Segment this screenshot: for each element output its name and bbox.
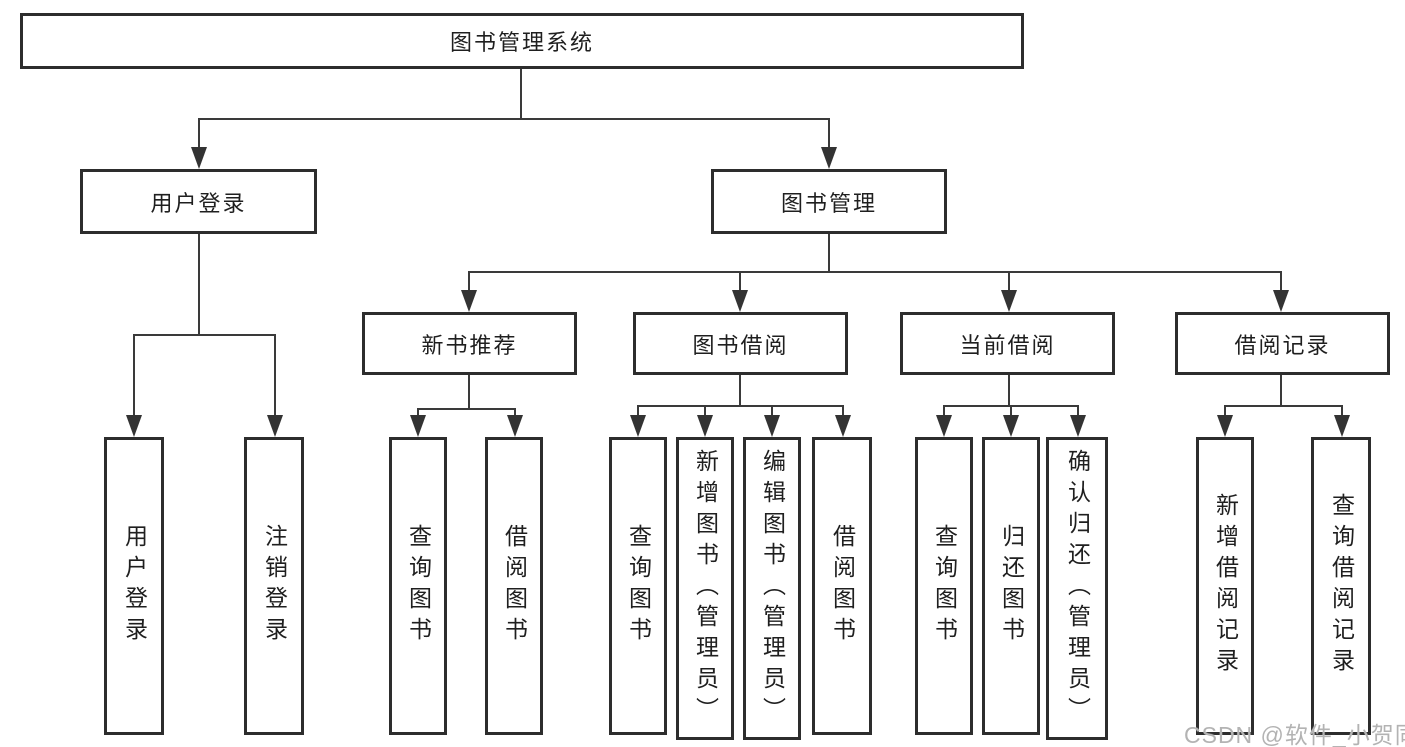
leaf-borrow-add-books-admin: 新增图书（管理员） xyxy=(676,437,734,740)
leaf-label: 借阅图书 xyxy=(829,524,856,648)
node-new-book-recommend: 新书推荐 xyxy=(362,312,577,375)
node-current-borrow: 当前借阅 xyxy=(900,312,1115,375)
arrow-down-icon xyxy=(461,290,477,312)
connector-line xyxy=(1077,405,1079,422)
connector-line xyxy=(198,118,200,152)
connector-line xyxy=(771,405,773,422)
node-book-management: 图书管理 xyxy=(711,169,947,234)
leaf-label: 归还图书 xyxy=(998,524,1025,648)
connector-line xyxy=(133,334,276,336)
leaf-user-login: 用户登录 xyxy=(104,437,164,735)
arrow-down-icon xyxy=(821,147,837,169)
leaf-records-query-record: 查询借阅记录 xyxy=(1311,437,1371,735)
connector-line xyxy=(1224,405,1342,407)
connector-line xyxy=(1008,271,1010,296)
connector-line xyxy=(417,408,516,410)
arrow-down-icon xyxy=(126,415,142,437)
leaf-borrow-query-books: 查询图书 xyxy=(609,437,667,735)
leaf-label: 查询图书 xyxy=(931,524,958,648)
connector-line xyxy=(637,405,844,407)
connector-line xyxy=(842,405,844,422)
node-book-borrow: 图书借阅 xyxy=(633,312,848,375)
connector-line xyxy=(468,375,470,410)
watermark: CSDN @软件_小贺同学 xyxy=(1184,722,1405,747)
connector-line xyxy=(1341,405,1343,422)
leaf-label: 用户登录 xyxy=(121,524,148,648)
leaf-label: 新增图书（管理员） xyxy=(692,449,719,728)
leaf-label: 查询借阅记录 xyxy=(1328,493,1355,679)
leaf-borrow-borrow-books: 借阅图书 xyxy=(812,437,872,735)
node-label: 当前借阅 xyxy=(959,332,1056,358)
connector-line xyxy=(739,271,741,296)
leaf-label: 新增借阅记录 xyxy=(1212,493,1239,679)
leaf-current-confirm-return-admin: 确认归还（管理员） xyxy=(1046,437,1108,740)
leaf-records-add-record: 新增借阅记录 xyxy=(1196,437,1254,735)
node-borrow-records: 借阅记录 xyxy=(1175,312,1390,375)
leaf-label: 借阅图书 xyxy=(501,524,528,648)
arrow-down-icon xyxy=(410,415,426,437)
connector-line xyxy=(1280,271,1282,296)
node-label: 图书管理 xyxy=(780,190,877,216)
arrow-down-icon xyxy=(191,147,207,169)
leaf-borrow-edit-books-admin: 编辑图书（管理员） xyxy=(743,437,801,740)
connector-line xyxy=(828,118,830,152)
connector-line xyxy=(198,118,830,120)
arrow-down-icon xyxy=(835,415,851,437)
arrow-down-icon xyxy=(1070,415,1086,437)
node-label: 图书管理系统 xyxy=(449,30,594,55)
leaf-current-return-books: 归还图书 xyxy=(982,437,1040,735)
leaf-label: 确认归还（管理员） xyxy=(1064,449,1091,728)
connector-line xyxy=(828,234,830,273)
arrow-down-icon xyxy=(697,415,713,437)
node-label: 借阅记录 xyxy=(1234,332,1331,358)
leaf-label: 查询图书 xyxy=(405,524,432,648)
connector-line xyxy=(1280,375,1282,407)
arrow-down-icon xyxy=(1273,290,1289,312)
leaf-logout: 注销登录 xyxy=(244,437,304,735)
leaf-current-query-books: 查询图书 xyxy=(915,437,973,735)
connector-line xyxy=(1224,405,1226,422)
connector-line xyxy=(133,334,135,422)
arrow-down-icon xyxy=(1003,415,1019,437)
arrow-down-icon xyxy=(1001,290,1017,312)
arrow-down-icon xyxy=(936,415,952,437)
node-label: 新书推荐 xyxy=(421,332,518,358)
connector-line xyxy=(468,271,470,296)
arrow-down-icon xyxy=(267,415,283,437)
arrow-down-icon xyxy=(507,415,523,437)
connector-line xyxy=(739,375,741,407)
connector-line xyxy=(520,69,522,119)
node-label: 用户登录 xyxy=(150,190,247,216)
connector-line xyxy=(637,405,639,422)
leaf-label: 编辑图书（管理员） xyxy=(759,449,786,728)
leaf-newbook-borrow-books: 借阅图书 xyxy=(485,437,543,735)
connector-line xyxy=(704,405,706,422)
arrow-down-icon xyxy=(764,415,780,437)
node-user-login: 用户登录 xyxy=(80,169,317,234)
connector-line xyxy=(943,405,945,422)
arrow-down-icon xyxy=(732,290,748,312)
arrow-down-icon xyxy=(630,415,646,437)
leaf-newbook-query-books: 查询图书 xyxy=(389,437,447,735)
node-label: 图书借阅 xyxy=(692,332,789,358)
connector-line xyxy=(468,271,1282,273)
connector-line xyxy=(274,334,276,422)
node-library-management-system: 图书管理系统 xyxy=(20,13,1024,69)
connector-line xyxy=(1008,375,1010,407)
connector-line xyxy=(1010,405,1012,422)
arrow-down-icon xyxy=(1334,415,1350,437)
leaf-label: 查询图书 xyxy=(625,524,652,648)
connector-line xyxy=(198,234,200,336)
leaf-label: 注销登录 xyxy=(261,524,288,648)
arrow-down-icon xyxy=(1217,415,1233,437)
